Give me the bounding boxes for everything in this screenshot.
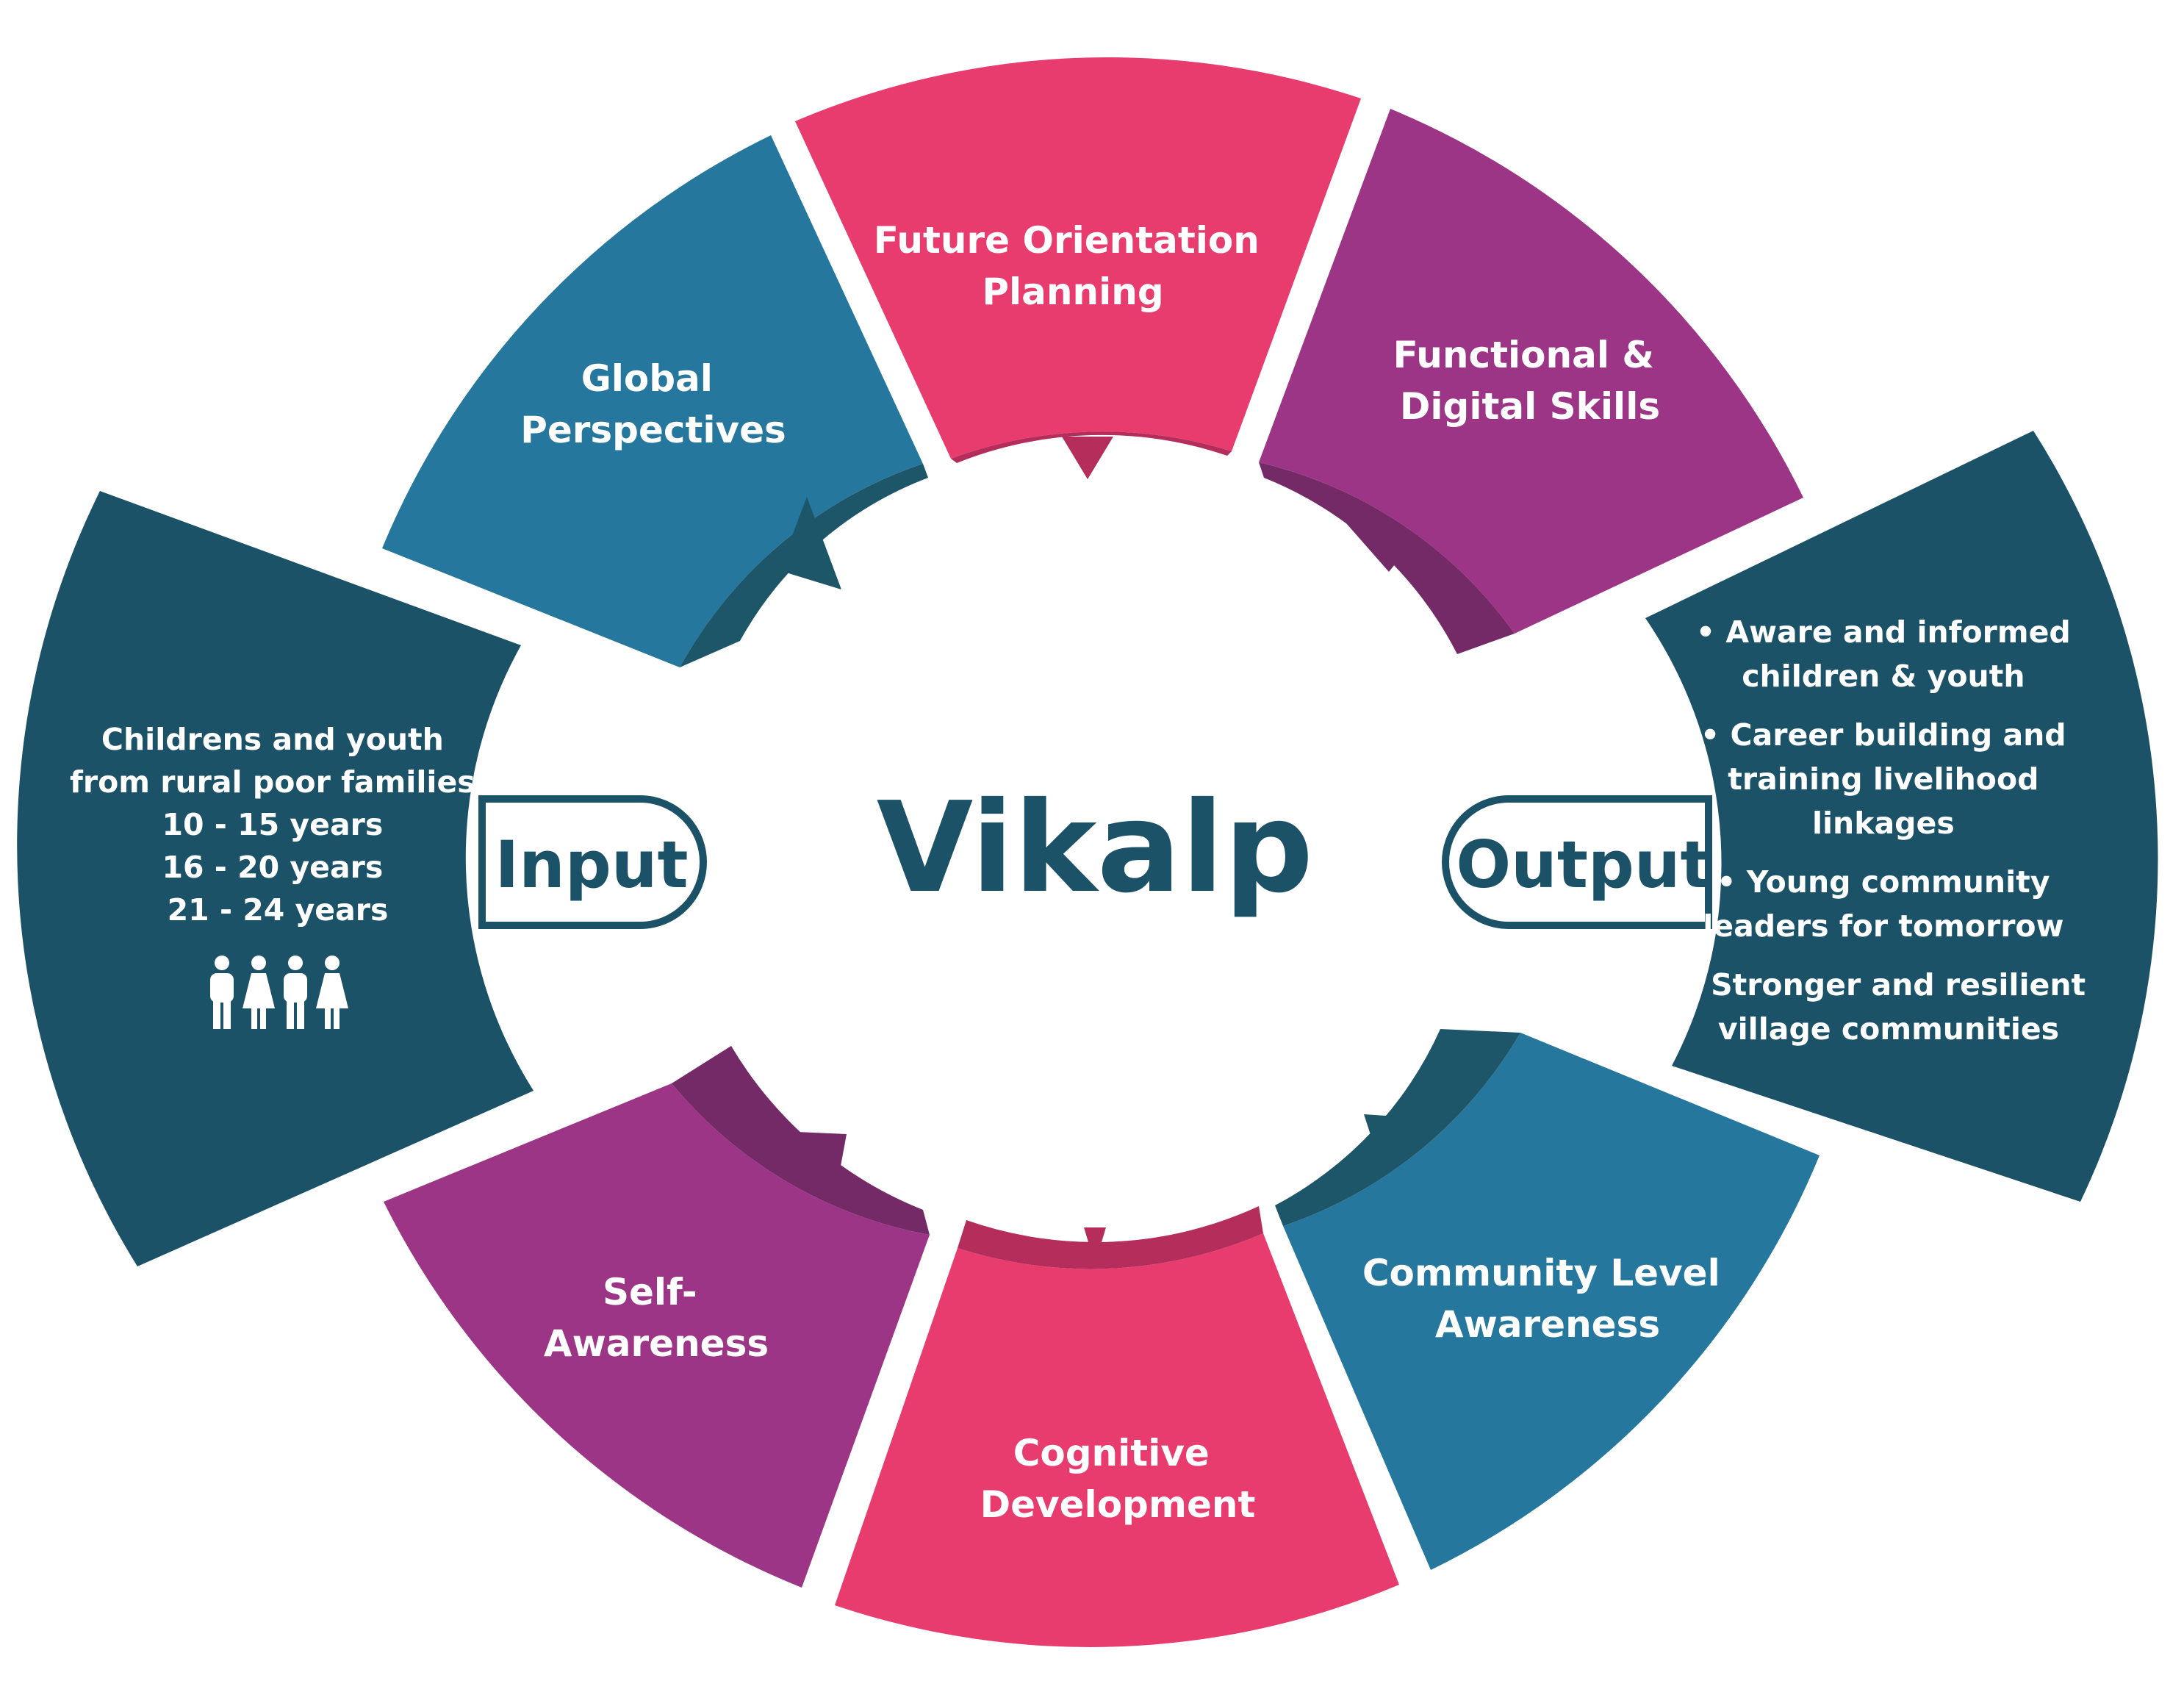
label-global-perspectives: Global Perspectives <box>520 357 786 451</box>
arrow-band-functional <box>1259 462 1515 654</box>
segment-input <box>17 491 534 1266</box>
arrowhead-community <box>1364 1114 1407 1169</box>
segment-community-awareness <box>1283 1033 1820 1570</box>
arrowhead-future <box>1062 437 1113 479</box>
arrow-band-cognitive <box>958 1206 1263 1269</box>
output-pill <box>1442 795 1712 929</box>
input-description: Childrens and youth from rural poor fami… <box>70 722 486 928</box>
label-cognitive-development: Cognitive Development <box>980 1432 1256 1526</box>
arrow-band-global <box>680 464 928 667</box>
input-pill <box>478 795 707 929</box>
arrowhead-functional <box>1346 523 1418 572</box>
segment-global-perspectives <box>382 135 923 667</box>
arrowhead-global <box>779 497 841 589</box>
label-future-orientation: Future Orientation Planning <box>874 219 1273 313</box>
arrow-band-future <box>951 431 1232 463</box>
segment-functional-digital <box>1259 109 1803 634</box>
segment-self-awareness <box>384 1083 930 1588</box>
center-title: Vikalp <box>877 775 1314 921</box>
arrowhead-cognitive <box>1084 1227 1106 1264</box>
output-description: • Aware and informed children & youth • … <box>1681 614 2097 1047</box>
arrowhead-self <box>797 1132 847 1182</box>
segment-future-orientation <box>795 57 1361 459</box>
arrow-band-self <box>672 1046 930 1235</box>
label-self-awareness: Self- Awareness <box>544 1271 769 1365</box>
label-functional-digital: Functional & Digital Skills <box>1393 334 1667 428</box>
output-label: Output <box>1456 827 1711 903</box>
segment-cognitive-development <box>835 1233 1399 1647</box>
segment-output <box>1645 431 2158 1202</box>
label-community-awareness: Community Level Awareness <box>1362 1252 1733 1346</box>
center-circle <box>736 484 1454 1201</box>
input-label: Input <box>495 827 688 903</box>
